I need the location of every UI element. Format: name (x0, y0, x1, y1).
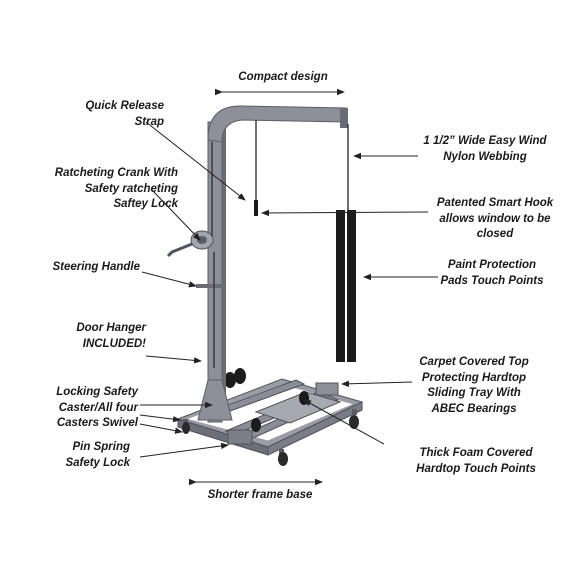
hoist-illustration (166, 105, 364, 466)
label-smart-hook: Patented Smart Hook allows window to be … (436, 197, 554, 240)
label-locking-casters: Locking Safety Caster/All four Casters S… (56, 386, 138, 429)
paint-protection-pads (254, 200, 356, 362)
label-pin-spring-lock: Pin Spring Safety Lock (65, 441, 130, 469)
label-compact-design: Compact design (238, 71, 328, 83)
leader-lines (139, 88, 438, 486)
label-paint-protection-pads: Paint Protection Pads Touch Points (440, 259, 544, 287)
label-nylon-webbing: 1 1/2” Wide Easy Wind Nylon Webbing (423, 135, 547, 163)
label-steering-handle: Steering Handle (52, 261, 140, 273)
webbing-straps (211, 120, 349, 368)
label-door-hanger: Door Hanger INCLUDED! (76, 322, 146, 350)
steering-handle (196, 284, 224, 288)
casters (182, 409, 359, 466)
label-shorter-frame-base: Shorter frame base (207, 489, 313, 501)
label-quick-release-strap: Quick Release Strap (85, 100, 164, 128)
base-frame (176, 378, 364, 456)
mast (197, 105, 348, 423)
label-ratcheting-crank: Ratcheting Crank With Safety ratcheting … (54, 167, 178, 210)
ratcheting-crank (166, 230, 214, 258)
label-carpet-covered-top: Carpet Covered Top Protecting Hardtop Sl… (419, 356, 529, 415)
label-thick-foam-touch-points: Thick Foam Covered Hardtop Touch Points (416, 447, 536, 475)
